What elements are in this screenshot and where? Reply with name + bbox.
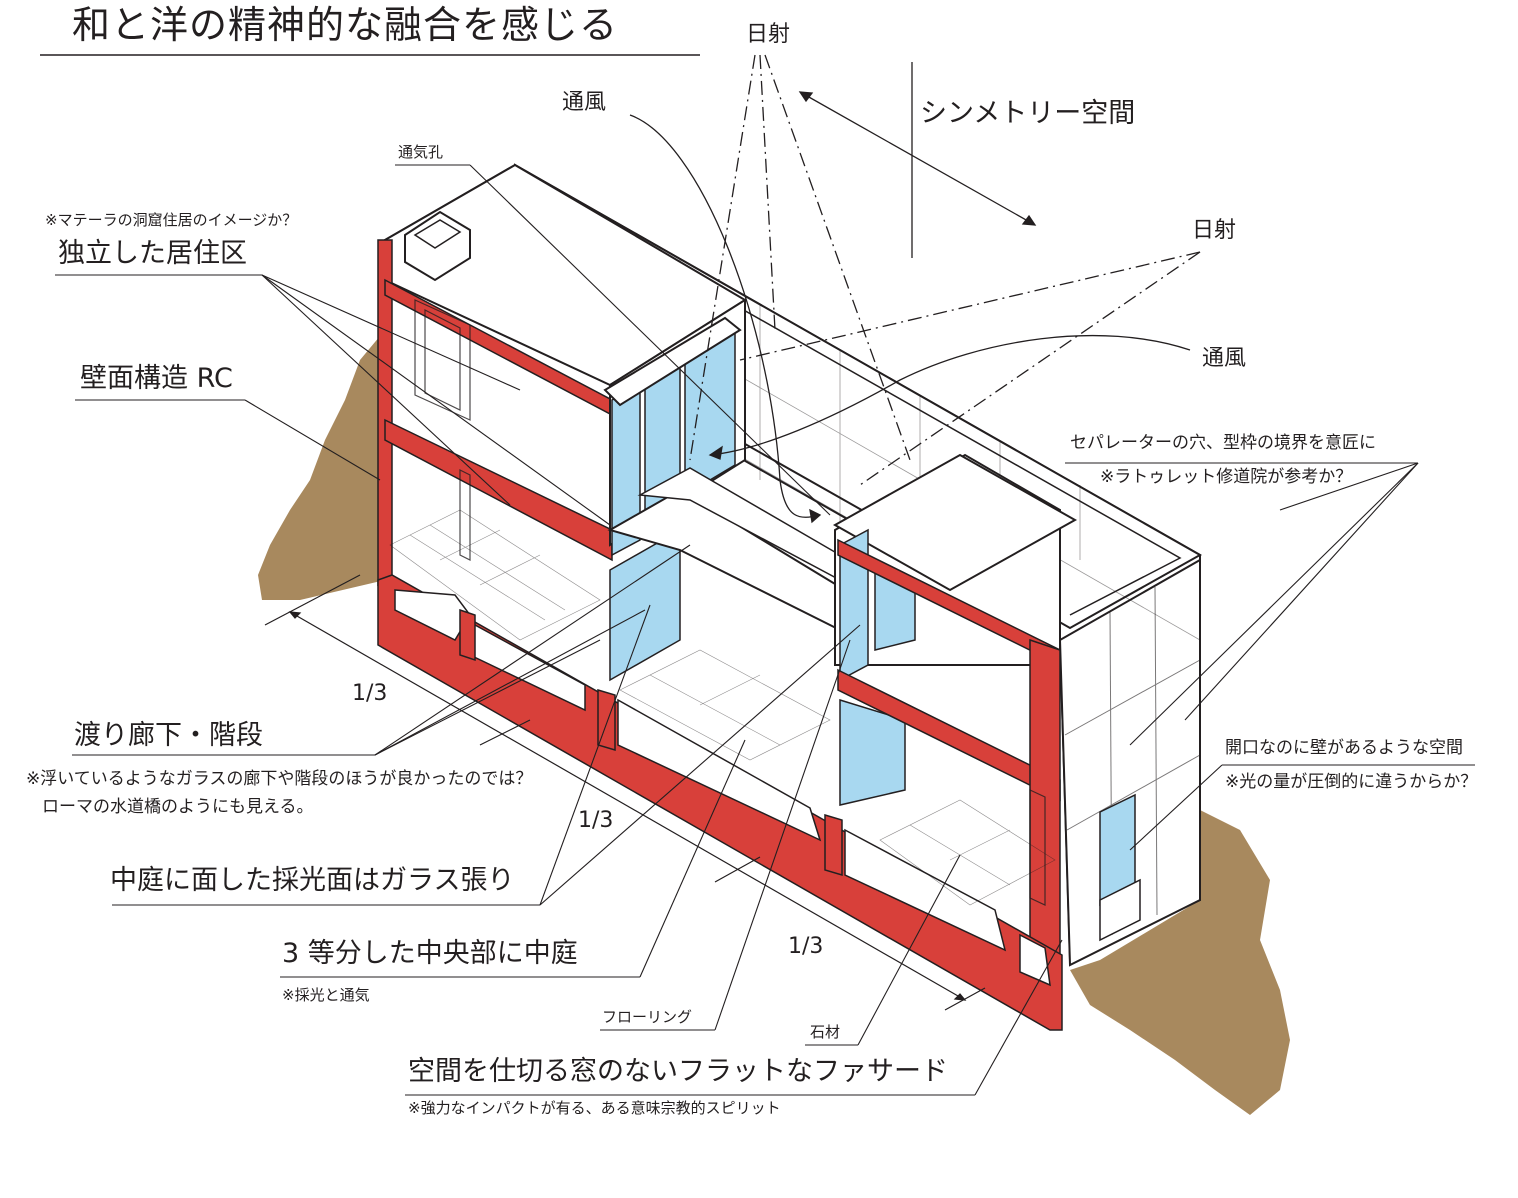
corridor-note-1: ※浮いているようなガラスの廊下や階段のほうが良かったのでは？ xyxy=(26,769,533,789)
tourette-note: ※ラトゥレット修道院が参考か？ xyxy=(1100,467,1353,487)
third-label-3: 1/3 xyxy=(788,934,824,959)
matera-note: ※マテーラの洞窟住居のイメージか？ xyxy=(45,211,298,229)
facade-note: ※強力なインパクトが有る、ある意味宗教的スピリット xyxy=(408,1099,781,1117)
separator-label: セパレーターの穴、型枠の境界を意匠に xyxy=(1070,433,1376,453)
sun-label-top: 日射 xyxy=(746,22,791,47)
flooring-label: フローリング xyxy=(602,1008,693,1026)
courtyard-note: ※採光と通気 xyxy=(282,986,370,1004)
third-label-2: 1/3 xyxy=(578,808,614,833)
independent-label: 独立した居住区 xyxy=(58,238,247,269)
ground-right xyxy=(1070,810,1290,1115)
ventilation-label-right: 通風 xyxy=(1202,346,1247,371)
glass-label: 中庭に面した採光面はガラス張り xyxy=(110,865,515,896)
third-label-1: 1/3 xyxy=(352,681,388,706)
end-wall-right xyxy=(1058,558,1201,967)
symmetry-label: シンメトリー空間 xyxy=(920,98,1136,129)
stone-label: 石材 xyxy=(810,1023,841,1041)
ventilation-label-top: 通風 xyxy=(562,90,607,115)
ground-left xyxy=(258,330,385,600)
sun-label-right: 日射 xyxy=(1192,218,1237,243)
vent-label: 通気孔 xyxy=(398,143,444,161)
wall-rc-label: 壁面構造 RC xyxy=(80,363,233,394)
courtyard-label: 3 等分した中央部に中庭 xyxy=(282,938,578,969)
facade-label: 空間を仕切る窓のないフラットなファサード xyxy=(408,1056,948,1087)
page-title: 和と洋の精神的な融合を感じる xyxy=(72,3,619,47)
corridor-label: 渡り廊下・階段 xyxy=(74,720,263,751)
opening-label: 開口なのに壁があるような空間 xyxy=(1225,738,1463,758)
corridor-note-2: ローマの水道橋のようにも見える。 xyxy=(42,797,314,817)
opening-note: ※光の量が圧倒的に違うからか？ xyxy=(1225,772,1478,792)
